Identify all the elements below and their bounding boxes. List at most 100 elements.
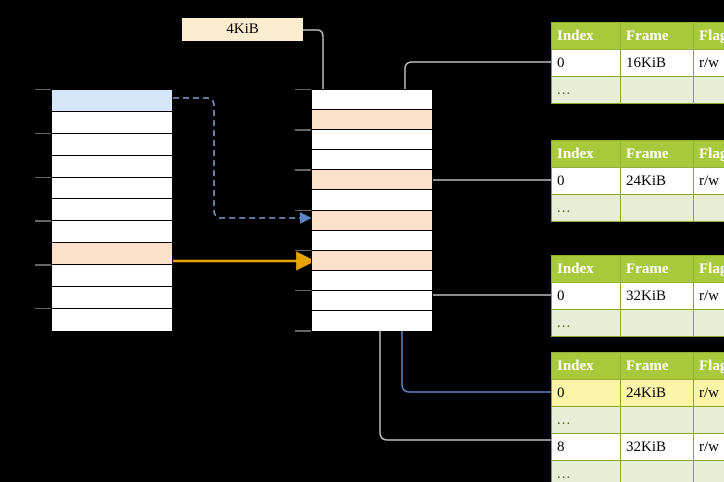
row-tick-mark bbox=[35, 132, 51, 135]
memory-cell bbox=[52, 243, 172, 266]
table-ellipsis-row: ... bbox=[551, 406, 724, 434]
memory-cell bbox=[52, 177, 172, 200]
memory-cell bbox=[52, 265, 172, 288]
memory-cell bbox=[312, 290, 432, 312]
table-cell: 0 bbox=[551, 49, 621, 77]
page-table-level-2: IndexFrameFlags024KiBr/w... bbox=[551, 140, 724, 222]
table-cell: 16KiB bbox=[620, 49, 694, 77]
table-ellipsis-row: ... bbox=[551, 76, 724, 104]
virtual-address-space-column bbox=[51, 89, 173, 331]
row-tick-mark bbox=[35, 176, 51, 178]
table-header-row: IndexFrameFlags bbox=[551, 352, 724, 380]
memory-cell bbox=[312, 270, 432, 291]
memory-cell bbox=[312, 250, 432, 271]
table-cell: r/w bbox=[693, 379, 724, 407]
row-tick-mark bbox=[35, 220, 51, 222]
table-cell: r/w bbox=[693, 167, 724, 195]
memory-cell bbox=[52, 133, 172, 156]
column-header-index: Index bbox=[551, 140, 621, 168]
row-tick-mark bbox=[35, 264, 51, 266]
table-cell bbox=[620, 460, 694, 482]
table-ellipsis-row: ... bbox=[551, 309, 724, 337]
table-cell: ... bbox=[551, 76, 621, 104]
memory-cell bbox=[312, 190, 432, 211]
column-header-flags: Flags bbox=[693, 255, 724, 283]
column-header-frame: Frame bbox=[620, 352, 694, 380]
row-tick-mark bbox=[295, 89, 311, 91]
table-cell: r/w bbox=[693, 282, 724, 310]
memory-cell bbox=[312, 90, 432, 111]
table-cell: ... bbox=[551, 406, 621, 434]
table-cell bbox=[693, 406, 724, 434]
row-tick-mark bbox=[295, 290, 311, 292]
memory-cell bbox=[52, 308, 172, 331]
table-cell: 32KiB bbox=[620, 433, 694, 461]
table-cell: ... bbox=[551, 460, 621, 482]
physical-memory-column bbox=[311, 89, 433, 332]
memory-cell bbox=[312, 150, 432, 171]
memory-cell bbox=[52, 287, 172, 309]
table-cell: 24KiB bbox=[620, 167, 694, 195]
column-header-index: Index bbox=[551, 22, 621, 50]
memory-cell bbox=[312, 311, 432, 332]
table-cell: r/w bbox=[693, 49, 724, 77]
size-label-4kib: 4KiB bbox=[182, 18, 303, 41]
table-cell: 32KiB bbox=[620, 282, 694, 310]
memory-cell bbox=[52, 111, 172, 134]
table-cell: r/w bbox=[693, 433, 724, 461]
table-header-row: IndexFrameFlags bbox=[551, 22, 724, 50]
table-cell bbox=[620, 194, 694, 222]
column-header-frame: Frame bbox=[620, 255, 694, 283]
column-header-flags: Flags bbox=[693, 140, 724, 168]
table-cell: 0 bbox=[551, 379, 621, 407]
table-cell bbox=[693, 194, 724, 222]
column-header-index: Index bbox=[551, 352, 621, 380]
table-header-row: IndexFrameFlags bbox=[551, 140, 724, 168]
page-table-level-1: IndexFrameFlags016KiBr/w... bbox=[551, 22, 724, 104]
page-table-level-4: IndexFrameFlags024KiBr/w...832KiBr/w... bbox=[551, 352, 724, 482]
table-cell: 0 bbox=[551, 167, 621, 195]
memory-cell bbox=[52, 199, 172, 222]
row-tick-mark bbox=[295, 330, 311, 332]
table-cell bbox=[620, 406, 694, 434]
memory-cell bbox=[52, 155, 172, 178]
table-ellipsis-row: ... bbox=[551, 194, 724, 222]
table-cell bbox=[693, 460, 724, 482]
column-header-flags: Flags bbox=[693, 22, 724, 50]
column-header-flags: Flags bbox=[693, 352, 724, 380]
row-tick-mark bbox=[35, 89, 51, 91]
column-header-frame: Frame bbox=[620, 22, 694, 50]
memory-cell bbox=[312, 110, 432, 131]
table-header-row: IndexFrameFlags bbox=[551, 255, 724, 283]
row-tick-mark bbox=[295, 249, 311, 252]
memory-cell bbox=[312, 130, 432, 151]
memory-cell bbox=[312, 230, 432, 251]
row-tick-mark bbox=[295, 209, 311, 211]
table-cell: 0 bbox=[551, 282, 621, 310]
table-cell bbox=[620, 76, 694, 104]
wire-vaddr-blue-to-frame bbox=[173, 97, 312, 224]
column-header-index: Index bbox=[551, 255, 621, 283]
table-cell bbox=[693, 309, 724, 337]
page-table-level-3: IndexFrameFlags032KiBr/w... bbox=[551, 255, 724, 337]
row-tick-mark bbox=[295, 129, 311, 131]
table-ellipsis-row: ... bbox=[551, 460, 724, 482]
memory-cell bbox=[312, 210, 432, 231]
table-cell: 8 bbox=[551, 433, 621, 461]
row-tick-mark bbox=[35, 308, 51, 310]
wire-pt3-to-frame bbox=[412, 262, 551, 296]
column-header-frame: Frame bbox=[620, 140, 694, 168]
table-cell: 24KiB bbox=[620, 379, 694, 407]
wire-pt2-to-frame bbox=[412, 179, 551, 224]
table-cell: ... bbox=[551, 194, 621, 222]
memory-cell bbox=[52, 90, 172, 112]
row-tick-mark bbox=[295, 169, 311, 171]
memory-cell bbox=[312, 170, 432, 191]
table-cell bbox=[693, 76, 724, 104]
